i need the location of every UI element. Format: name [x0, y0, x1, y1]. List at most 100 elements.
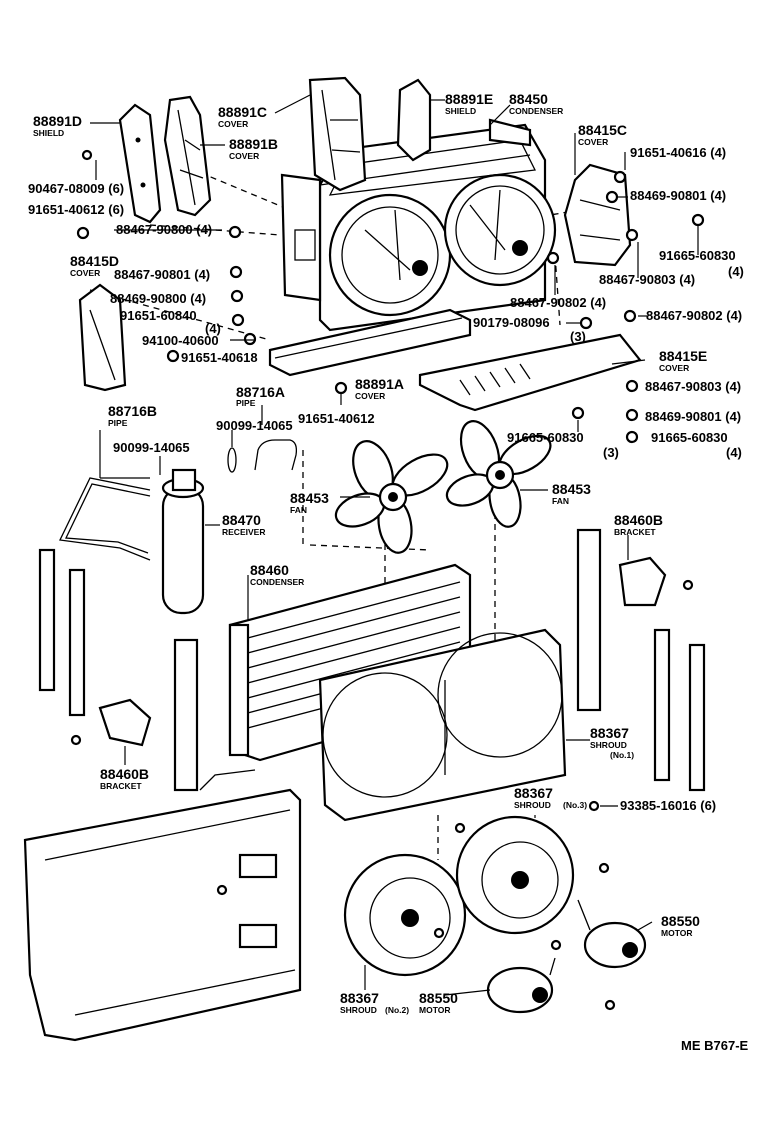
- label-88716b-name: PIPE: [108, 418, 128, 428]
- bracket-88460b-right-shape: [618, 556, 667, 607]
- label-88460: 88460: [250, 562, 289, 578]
- fan-right-shape: [445, 420, 552, 528]
- label-88450-name: CONDENSER: [509, 106, 563, 116]
- pipe-88716a-shape: [254, 439, 298, 471]
- label-88550-left: 88550: [419, 990, 458, 1006]
- label-88460b-right-name: BRACKET: [614, 527, 656, 537]
- label-88716a: 88716A: [236, 384, 285, 400]
- cover-88415d-shape: [78, 283, 127, 392]
- label-90099-14065-b: 90099-14065: [113, 440, 190, 455]
- label-88467-90803-b: 88467-90803 (4): [645, 379, 741, 394]
- label-88453-right-name: FAN: [552, 496, 569, 506]
- label-88550-right: 88550: [661, 913, 700, 929]
- label-88891c: 88891C: [218, 104, 267, 120]
- label-88891a: 88891A: [355, 376, 404, 392]
- label-qty-90179: (3): [570, 329, 586, 344]
- label-91651-40618: 91651-40618: [181, 350, 258, 365]
- label-88467-90803-a: 88467-90803 (4): [599, 272, 695, 287]
- label-88891b-name: COVER: [229, 151, 259, 161]
- label-88550-right-name: MOTOR: [661, 928, 692, 938]
- label-90099-14065-a: 90099-14065: [216, 418, 293, 433]
- label-88469-90801-a: 88469-90801 (4): [630, 188, 726, 203]
- fan-left-shape: [334, 440, 449, 554]
- label-91665-60830-a: 91665-60830: [659, 248, 736, 263]
- label-93385-16016: 93385-16016 (6): [620, 798, 716, 813]
- label-88367-no1-name: SHROUD: [590, 740, 627, 750]
- shield-88891d-shape: [118, 103, 162, 224]
- label-88415c: 88415C: [578, 122, 627, 138]
- label-88450: 88450: [509, 91, 548, 107]
- motor-left-shape: [486, 957, 556, 1014]
- label-88460b-left-name: BRACKET: [100, 781, 142, 791]
- label-91651-40616: 91651-40616 (4): [630, 145, 726, 160]
- label-88415c-name: COVER: [578, 137, 608, 147]
- label-88891d-name: SHIELD: [33, 128, 64, 138]
- shroud-no3-shape: [455, 815, 575, 935]
- pipe-88716b-shape: [59, 477, 151, 561]
- label-88469-90800: 88469-90800 (4): [110, 291, 206, 306]
- label-91651-60840: 91651-60840: [120, 308, 197, 323]
- rail-left-2: [68, 568, 86, 717]
- label-91651-40612: 91651-40612: [298, 411, 375, 426]
- label-qty-91665-a: (4): [728, 264, 744, 279]
- condenser-assembly-top: [280, 118, 557, 332]
- label-88460b-left: 88460B: [100, 766, 149, 782]
- label-88367-no3-name: SHROUD: [514, 800, 551, 810]
- label-88467-90800: 88467-90800 (4): [116, 222, 212, 237]
- label-91665-60830-c: 91665-60830: [651, 430, 728, 445]
- label-88453-right: 88453: [552, 481, 591, 497]
- label-88891e-name: SHIELD: [445, 106, 476, 116]
- cover-88415c-shape: [563, 163, 632, 267]
- cover-88891a-shape: [268, 308, 472, 377]
- label-88367-no1: 88367: [590, 725, 629, 741]
- label-90467-08009: 90467-08009 (6): [28, 181, 124, 196]
- rail-right-1: [576, 528, 602, 712]
- label-88367-no3: 88367: [514, 785, 553, 801]
- rail-right-2: [653, 628, 671, 782]
- label-88467-90802-mid: 88467-90802 (4): [510, 295, 606, 310]
- label-88460b-right: 88460B: [614, 512, 663, 528]
- label-88453-left: 88453: [290, 490, 329, 506]
- label-88415d: 88415D: [70, 253, 119, 269]
- label-88716b: 88716B: [108, 403, 157, 419]
- rail-mid-left: [173, 638, 199, 792]
- cover-88891b-shape: [163, 95, 212, 217]
- label-88415e-name: COVER: [659, 363, 689, 373]
- label-88891e: 88891E: [445, 91, 493, 107]
- rail-right-3: [688, 643, 706, 792]
- label-88453-left-name: FAN: [290, 505, 307, 515]
- cover-88891c-shape: [308, 76, 367, 192]
- figure-code: ME B767-E: [681, 1038, 749, 1053]
- fastener-glyphs: [70, 149, 705, 1011]
- leader-lines: [90, 94, 699, 996]
- label-88367-no2: 88367: [340, 990, 379, 1006]
- label-91665-60830-b: 91665-60830: [507, 430, 584, 445]
- label-88891a-name: COVER: [355, 391, 385, 401]
- label-88367-no1-sub: (No.1): [610, 750, 634, 760]
- label-qty-91651-60840: (4): [205, 321, 221, 336]
- label-88467-90802-right: 88467-90802 (4): [646, 308, 742, 323]
- label-88470-name: RECEIVER: [222, 527, 265, 537]
- label-88891d: 88891D: [33, 113, 82, 129]
- label-88470: 88470: [222, 512, 261, 528]
- shroud-no2-shape: [343, 853, 467, 977]
- label-88367-no2-sub: (No.2): [385, 1005, 409, 1015]
- cover-88415e-shape: [418, 333, 642, 412]
- label-90179-08096: 90179-08096: [473, 315, 550, 330]
- label-88550-left-name: MOTOR: [419, 1005, 450, 1015]
- label-88891b: 88891B: [229, 136, 278, 152]
- label-qty-91665-c: (4): [726, 445, 742, 460]
- shield-88891e-shape: [396, 78, 432, 162]
- label-88469-90801-b: 88469-90801 (4): [645, 409, 741, 424]
- label-88415d-name: COVER: [70, 268, 100, 278]
- label-91651-40612-left: 91651-40612 (6): [28, 202, 124, 217]
- shroud-no1-shape: [318, 628, 567, 822]
- label-qty-91665-b: (3): [603, 445, 619, 460]
- frame-shape: [23, 788, 302, 1042]
- label-88367-no2-name: SHROUD: [340, 1005, 377, 1015]
- label-88415e: 88415E: [659, 348, 707, 364]
- label-88367-no3-sub: (No.3): [563, 800, 587, 810]
- part-labels: 88891D SHIELD 88891C COVER 88891B COVER …: [28, 91, 749, 1053]
- label-88891c-name: COVER: [218, 119, 248, 129]
